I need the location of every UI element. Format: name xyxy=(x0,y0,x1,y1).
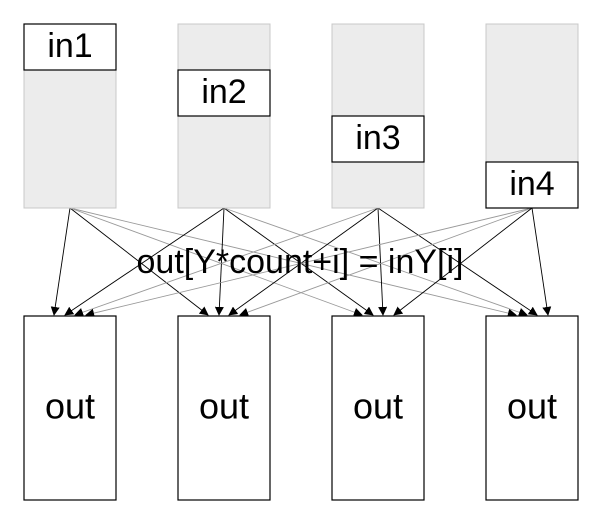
input-label-2: in2 xyxy=(201,73,246,111)
output-label-4: out xyxy=(507,386,557,427)
input-column-2: in2 xyxy=(177,23,271,209)
output-column-2: out xyxy=(177,315,271,501)
arrow-in2-to-out4 xyxy=(223,207,528,317)
input-box-3 xyxy=(331,115,425,163)
output-box-2 xyxy=(177,315,271,501)
arrow-in1-to-out2 xyxy=(69,207,209,316)
arrow-in2-to-out2 xyxy=(214,207,225,316)
arrow-in4-to-out1 xyxy=(85,207,533,318)
output-box-4 xyxy=(485,315,579,501)
arrow-in1-to-out1 xyxy=(50,207,71,316)
arrow-in2-to-out3 xyxy=(223,207,374,316)
input-column-4: in4 xyxy=(485,23,579,209)
input-column-3: in3 xyxy=(331,23,425,209)
arrow-in4-to-out3 xyxy=(393,207,533,316)
input-label-4: in4 xyxy=(509,165,554,203)
output-box-3 xyxy=(331,315,425,501)
input-label-1: in1 xyxy=(47,27,92,65)
output-column-4: out xyxy=(485,315,579,501)
arrow-in3-to-out2 xyxy=(228,207,379,316)
input-label-3: in3 xyxy=(355,119,400,157)
output-column-3: out xyxy=(331,315,425,501)
arrow-in4-to-out4 xyxy=(531,207,552,316)
output-label-2: out xyxy=(199,386,249,427)
arrow-in3-to-out1 xyxy=(74,207,379,317)
input-column-1: in1 xyxy=(23,23,117,209)
input-box-1 xyxy=(23,23,117,71)
arrow-in3-to-out3 xyxy=(377,207,388,316)
arrow-in2-to-out1 xyxy=(64,207,225,316)
arrows-layer xyxy=(50,207,552,318)
output-box-1 xyxy=(23,315,117,501)
output-label-1: out xyxy=(45,386,95,427)
output-column-1: out xyxy=(23,315,117,501)
arrow-in4-to-out2 xyxy=(239,207,533,317)
input-box-2 xyxy=(177,69,271,117)
input-box-4 xyxy=(485,161,579,209)
arrow-in3-to-out4 xyxy=(377,207,538,316)
arrow-in1-to-out4 xyxy=(69,207,517,318)
output-label-3: out xyxy=(353,386,403,427)
arrow-in1-to-out3 xyxy=(69,207,363,317)
formula-label: out[Y*count+i] = inY[i] xyxy=(137,243,464,281)
